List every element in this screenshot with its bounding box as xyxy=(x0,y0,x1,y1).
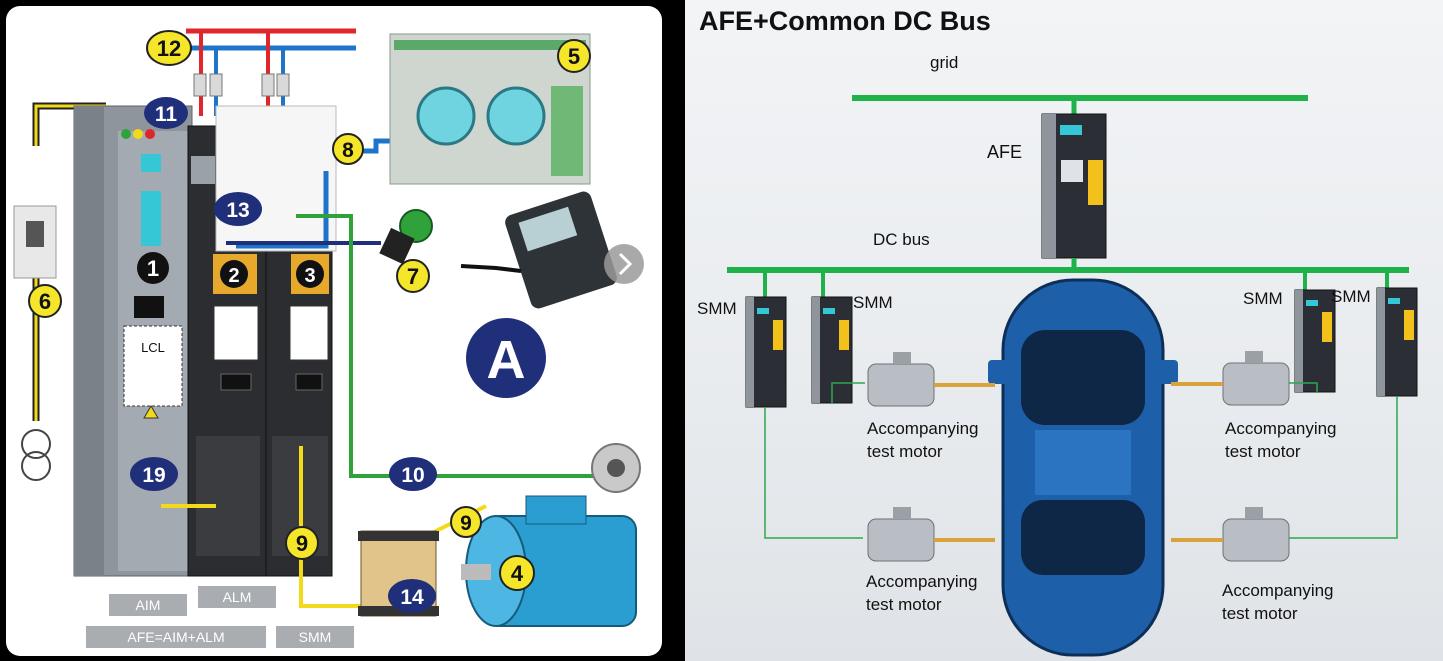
motor-label-4-line1: Accompanying xyxy=(1222,581,1334,600)
marker-1: 1 xyxy=(137,252,169,284)
tag-afe-label: AFE=AIM+ALM xyxy=(127,629,224,645)
smm-label-2: SMM xyxy=(853,293,893,312)
marker-6: 6 xyxy=(28,284,62,318)
left-panel: A LCL 12 5 8 6 7 xyxy=(0,0,668,661)
marker-10-label: 10 xyxy=(401,464,424,487)
motor-label-3-line1: Accompanying xyxy=(866,572,978,591)
marker-11: 11 xyxy=(144,97,188,129)
tag-afe: AFE=AIM+ALM xyxy=(86,626,266,648)
test-motor-4 xyxy=(1171,507,1290,562)
motor-label-4-line2: test motor xyxy=(1222,604,1298,623)
marker-14-label: 14 xyxy=(400,586,424,609)
marker-3: 3 xyxy=(296,260,324,288)
smm-unit-3 xyxy=(1294,289,1336,393)
motor-label-1-line2: test motor xyxy=(867,442,943,461)
marker-8: 8 xyxy=(332,133,364,165)
smm-label-4: SMM xyxy=(1331,287,1371,306)
tag-aim-label: AIM xyxy=(136,597,161,613)
marker-13-label: 13 xyxy=(226,199,249,222)
next-arrow-icon xyxy=(604,244,644,284)
motor-label-2-line2: test motor xyxy=(1225,442,1301,461)
grid-label: grid xyxy=(930,53,958,72)
marker-12: 12 xyxy=(146,30,192,66)
big-a-letter: A xyxy=(487,330,526,390)
fuse xyxy=(193,73,207,97)
tag-smm-label: SMM xyxy=(299,629,332,645)
smm-unit-1 xyxy=(745,296,787,408)
marker-10: 10 xyxy=(389,457,437,491)
right-panel: AFE+Common DC Bus grid AFE DC bus xyxy=(685,0,1443,661)
tag-alm: ALM xyxy=(198,586,276,608)
marker-11-label: 11 xyxy=(155,103,178,126)
motor-label-1-line1: Accompanying xyxy=(867,419,979,438)
motor-label-3-line2: test motor xyxy=(866,595,942,614)
marker-9-top-label: 9 xyxy=(460,512,472,535)
afe-unit xyxy=(1041,113,1107,259)
marker-9-bottom: 9 xyxy=(285,526,319,560)
lcl-label: LCL xyxy=(141,340,165,355)
tag-alm-label: ALM xyxy=(223,589,252,605)
smm-label-3: SMM xyxy=(1243,289,1283,308)
smm-label-1: SMM xyxy=(697,299,737,318)
push-button-icon xyxy=(399,209,433,243)
transformer-icon xyxy=(21,429,51,459)
diagram-title: AFE+Common DC Bus xyxy=(699,6,991,36)
marker-5-label: 5 xyxy=(568,44,580,69)
marker-1-label: 1 xyxy=(147,256,159,281)
marker-8-label: 8 xyxy=(342,139,354,162)
marker-19: 19 xyxy=(130,457,178,491)
marker-5: 5 xyxy=(557,39,591,73)
marker-13: 13 xyxy=(214,192,262,226)
right-diagram: AFE+Common DC Bus grid AFE DC bus xyxy=(697,6,1418,657)
vehicle-under-test xyxy=(988,278,1178,657)
test-motor-1 xyxy=(867,352,995,407)
marker-19-label: 19 xyxy=(142,464,165,487)
tag-aim: AIM xyxy=(109,594,187,616)
schematic-block xyxy=(215,105,337,252)
marker-4: 4 xyxy=(499,555,535,591)
motor-label-2-line1: Accompanying xyxy=(1225,419,1337,438)
smm-unit-4 xyxy=(1376,287,1418,397)
fuse xyxy=(209,73,223,97)
marker-2: 2 xyxy=(220,260,248,288)
big-a-circle xyxy=(466,318,546,398)
marker-14: 14 xyxy=(388,579,436,613)
marker-2-label: 2 xyxy=(228,265,239,287)
left-diagram: A LCL 12 5 8 6 7 xyxy=(13,28,644,648)
marker-4-label: 4 xyxy=(511,561,524,586)
afe-label: AFE xyxy=(987,142,1022,162)
marker-6-label: 6 xyxy=(39,289,51,314)
keypad-device xyxy=(505,191,617,309)
tag-smm: SMM xyxy=(276,626,354,648)
marker-3-label: 3 xyxy=(304,265,315,287)
marker-7: 7 xyxy=(396,259,430,293)
test-motor-2 xyxy=(1171,351,1290,406)
dcbus-label: DC bus xyxy=(873,230,930,249)
marker-9-top: 9 xyxy=(450,506,482,538)
fuse xyxy=(261,73,275,97)
fuse xyxy=(276,73,290,97)
test-motor-3 xyxy=(867,507,995,562)
left-panel-canvas: A LCL 12 5 8 6 7 xyxy=(6,6,662,656)
marker-9-bottom-label: 9 xyxy=(296,531,308,556)
marker-12-label: 12 xyxy=(157,36,181,61)
marker-7-label: 7 xyxy=(407,264,419,289)
